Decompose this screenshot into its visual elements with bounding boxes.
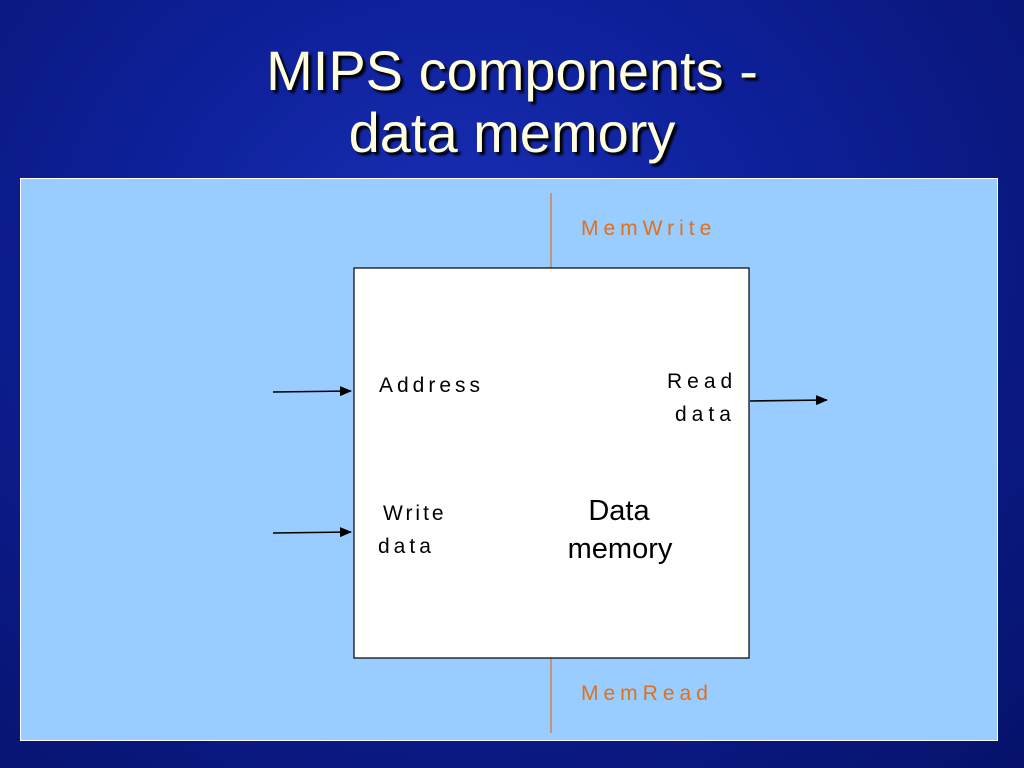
- slide-title-line-2: data memory: [348, 101, 676, 164]
- address-label: Address: [379, 374, 484, 397]
- mem-write-label: MemWrite: [581, 217, 716, 240]
- read-data-output-arrow: [749, 395, 828, 406]
- read-data-label-line-1: Read: [667, 370, 737, 393]
- slide-title-line-1: MIPS components -: [266, 39, 758, 102]
- diagram-panel: MemWrite MemRead Address Write data Read…: [20, 178, 998, 741]
- write-data-label-line-2: data: [378, 535, 435, 558]
- data-memory-label-line-2: memory: [568, 533, 673, 565]
- write-data-label-line-1: Write: [383, 502, 447, 525]
- read-data-label-line-2: data: [675, 403, 736, 426]
- address-input-arrow: [272, 386, 352, 397]
- slide-title: MIPS components - data memory: [0, 40, 1024, 164]
- data-memory-diagram: MemWrite MemRead Address Write data Read…: [272, 193, 828, 733]
- data-memory-label-line-1: Data: [588, 495, 650, 527]
- data-memory-block: [353, 267, 750, 659]
- write-data-input-arrow: [272, 527, 352, 538]
- mem-read-label: MemRead: [581, 682, 713, 705]
